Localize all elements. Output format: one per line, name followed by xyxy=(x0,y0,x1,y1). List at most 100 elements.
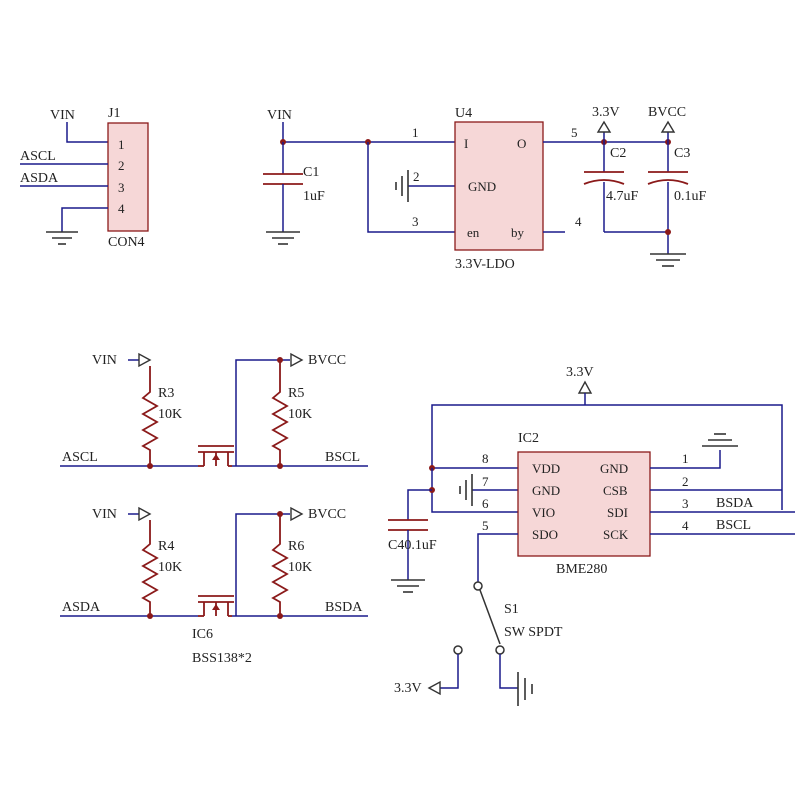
j1-ref: J1 xyxy=(108,106,120,121)
c1-value: 1uF xyxy=(303,189,325,204)
ls-top-bscl-label: BSCL xyxy=(325,450,360,465)
r5-value: 10K xyxy=(288,407,312,422)
ls-top-vin-label: VIN xyxy=(92,353,117,368)
switch-ground-icon xyxy=(517,672,533,706)
ls-bot-vin-label: VIN xyxy=(92,507,117,522)
sensor-vio-wire xyxy=(431,468,518,513)
ic2-name: BME280 xyxy=(556,562,607,577)
u4-ref: U4 xyxy=(455,106,472,121)
ldo-section: VIN C1 1uF 1 3 2 U4 I O GND en by 3.3V-L… xyxy=(263,105,707,272)
ldo-vin-label: VIN xyxy=(267,108,292,123)
c4-ground-icon xyxy=(391,579,425,593)
c1-ground-icon xyxy=(266,231,300,245)
mosfet-bottom-icon xyxy=(198,595,234,617)
c2-value: 4.7uF xyxy=(606,189,639,204)
ls-bot-junction-right xyxy=(277,613,283,619)
r4-ref: R4 xyxy=(158,539,174,554)
j1-pin-4: 4 xyxy=(118,201,125,216)
ldo-bvcc-label: BVCC xyxy=(648,105,686,120)
j1-body xyxy=(107,122,149,232)
c3-ref: C3 xyxy=(674,146,690,161)
ldo-vin-wire xyxy=(282,122,455,143)
c4-top-wire xyxy=(407,489,432,520)
ls-bot-bvcc-label: BVCC xyxy=(308,507,346,522)
sensor-pin-num-8: 8 xyxy=(482,451,489,466)
switch-common-contact xyxy=(473,581,483,591)
bvcc-arrow-icon xyxy=(660,120,676,133)
u4-pin-i: I xyxy=(464,136,468,151)
ic6-ref: IC6 xyxy=(192,627,213,642)
ic2-pin-vio: VIO xyxy=(532,505,555,520)
ls-bot-junction-left xyxy=(147,613,153,619)
u4-pin-o: O xyxy=(517,136,526,151)
r6-resistor xyxy=(271,514,289,616)
ls-top-gate-wire xyxy=(235,359,290,466)
u4-pin-gnd: GND xyxy=(468,179,496,194)
ls-top-bvcc-arrow-icon xyxy=(290,352,304,368)
ic2-pin-gnd-l: GND xyxy=(532,483,560,498)
r4-resistor xyxy=(141,520,159,616)
sensor-supply-arrow-icon xyxy=(577,380,593,394)
sensor-pin-num-1: 1 xyxy=(682,451,689,466)
ls-bot-gate-wire xyxy=(235,513,290,616)
out33-label: 3.3V xyxy=(592,105,620,120)
switch-supply-label: 3.3V xyxy=(394,681,422,696)
c4-label: C40.1uF xyxy=(388,538,437,553)
c3-plate-bottom xyxy=(647,179,689,185)
r4-value: 10K xyxy=(158,560,182,575)
j1-gnd-wire xyxy=(61,207,108,232)
u4-body xyxy=(454,121,544,251)
ic2-body xyxy=(517,451,651,557)
j1-pin-1: 1 xyxy=(118,137,125,152)
u4-pin-num-5: 5 xyxy=(571,125,578,140)
spdt-switch: S1 SW SPDT 3.3V xyxy=(394,533,563,706)
ls-bot-asda-label: ASDA xyxy=(62,600,101,615)
u4-pin-num-1: 1 xyxy=(412,125,419,140)
u4-name: 3.3V-LDO xyxy=(455,257,515,272)
ic2-pin-sck: SCK xyxy=(603,527,629,542)
ls-top-junction-right xyxy=(277,463,283,469)
j1-vin-label: VIN xyxy=(50,108,75,123)
ls-bot-vin-arrow-icon xyxy=(138,506,152,522)
c2-plate-bottom xyxy=(583,179,625,185)
ldo-junction-gnd xyxy=(665,229,671,235)
j1-ascl-label: ASCL xyxy=(20,149,56,164)
sensor-bscl-label: BSCL xyxy=(716,518,751,533)
ls-top-junction-left xyxy=(147,463,153,469)
switch-vcc-arrow-icon xyxy=(427,680,441,696)
switch-lever-icon xyxy=(479,589,501,645)
j1-name: CON4 xyxy=(108,235,145,250)
c1-ref: C1 xyxy=(303,165,319,180)
r5-ref: R5 xyxy=(288,386,304,401)
j1-pin-3: 3 xyxy=(118,180,125,195)
ldo-en-wire xyxy=(367,142,455,233)
sensor-vdd-loop-wire xyxy=(431,404,783,510)
ic2-pin-vdd: VDD xyxy=(532,461,560,476)
j1-pin-2: 2 xyxy=(118,158,125,173)
ls-bot-bvcc-arrow-icon xyxy=(290,506,304,522)
sensor-pin-num-5: 5 xyxy=(482,518,489,533)
sensor-gnd-right-icon xyxy=(702,433,738,447)
sensor-gnd-left-icon xyxy=(459,474,473,506)
ic2-pin-gnd-r: GND xyxy=(600,461,628,476)
u4-pin-by: by xyxy=(511,225,525,240)
ls-top-vin-arrow-icon xyxy=(138,352,152,368)
ls-bot-bsda-label: BSDA xyxy=(325,600,363,615)
u4-pin-num-2: 2 xyxy=(413,169,420,184)
sensor-section: 3.3V C40.1uF 8 7 6 5 IC2 VDD GND VIO SDO… xyxy=(388,365,795,593)
ic2-ref: IC2 xyxy=(518,431,539,446)
sensor-pin-num-3: 3 xyxy=(682,496,689,511)
switch-gnd-wire xyxy=(499,654,518,689)
r3-value: 10K xyxy=(158,407,182,422)
switch-ref: S1 xyxy=(504,602,519,617)
r6-ref: R6 xyxy=(288,539,304,554)
c3-value: 0.1uF xyxy=(674,189,707,204)
u4-pin-en: en xyxy=(467,225,480,240)
sensor-pin-num-2: 2 xyxy=(682,474,689,489)
switch-vcc-wire xyxy=(440,654,459,689)
r3-resistor xyxy=(141,366,159,466)
r5-resistor xyxy=(271,360,289,466)
sensor-gnd-right-wire xyxy=(650,450,721,469)
ic6-name: BSS138*2 xyxy=(192,651,252,666)
